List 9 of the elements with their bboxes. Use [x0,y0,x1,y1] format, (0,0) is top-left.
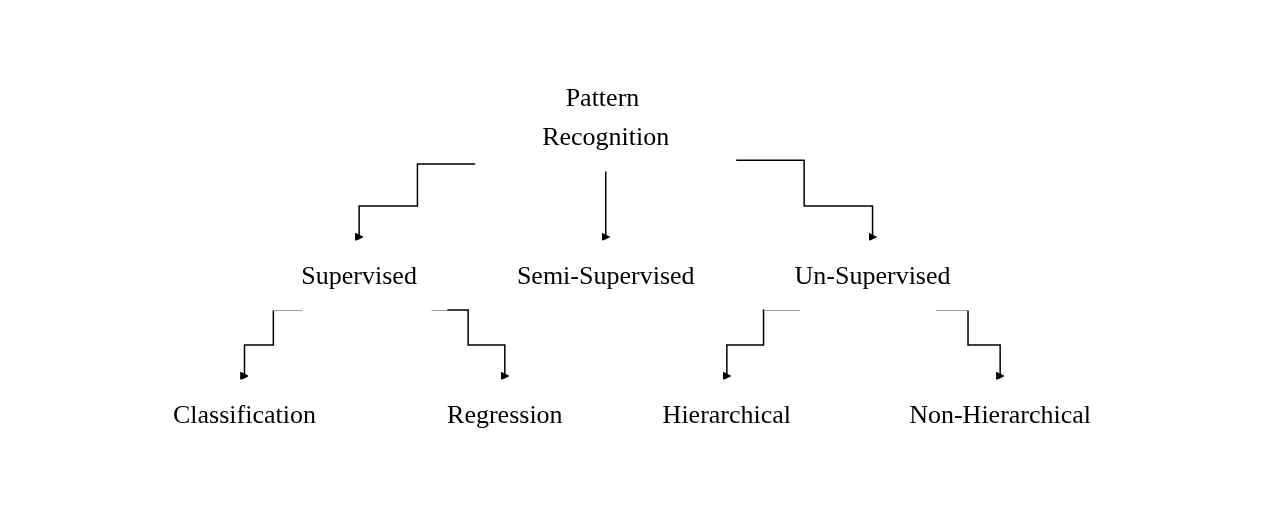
node-text: Semi-Supervised [517,260,696,290]
node-text: Non-Hierarchical [909,399,1092,429]
arrow [601,169,611,241]
node-text: Classification [173,399,317,429]
arrow [355,162,477,241]
arrow [735,159,878,241]
node-text: Regression [447,399,564,429]
node-text: Pattern Recognition [542,82,670,151]
node-text: Hierarchical [663,399,792,429]
